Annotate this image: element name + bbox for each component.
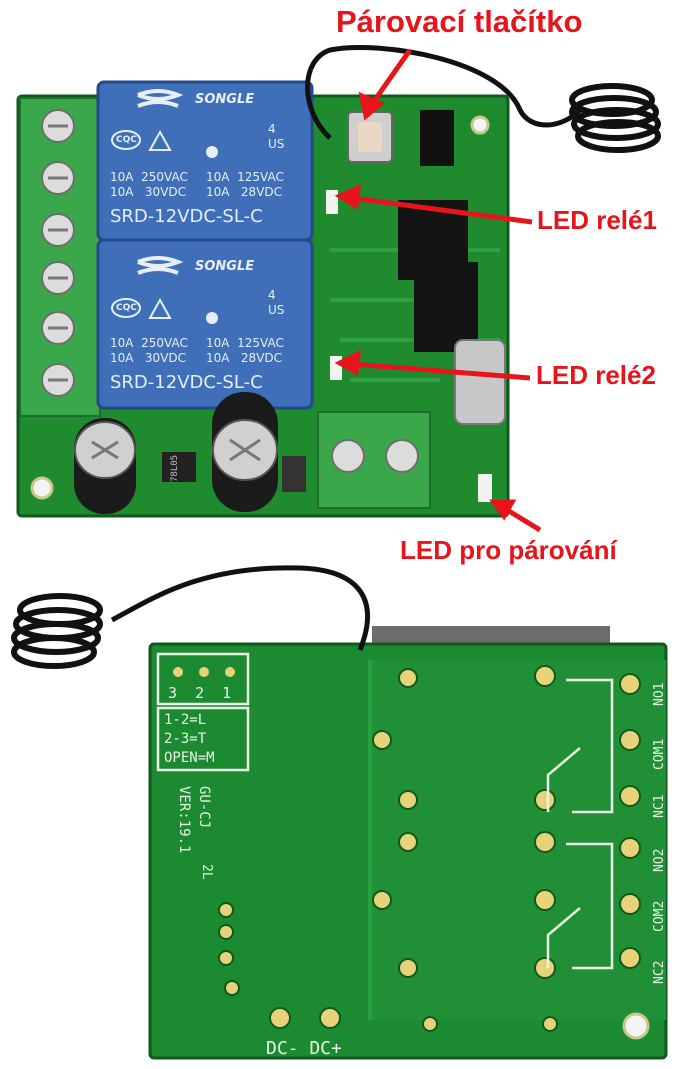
relay-ul-mark: 4 US [268,288,285,317]
callout-led-relay1: LED relé1 [537,205,657,235]
relay-spec-right: 10A 125VAC 10A 28VDC [206,336,284,365]
term-no2: NO2 [652,848,667,872]
antenna-coil [11,593,103,669]
terminal-block-6 [19,97,101,417]
capacitor [212,392,278,512]
relay-model: SRD-12VDC-SL-C [110,372,263,393]
antenna-wire [305,45,582,140]
board-variant: 2L [199,864,214,880]
jumper-mode-t: 2-3=T [164,731,207,747]
relay-2 [96,238,314,410]
power-labels: DC- DC+ [266,1038,342,1059]
jumper-header [420,110,454,166]
term-com1: COM1 [652,738,667,770]
jumper-numbers: 3 2 1 [168,684,232,702]
relay-spec-left: 10A 250VAC 10A 30VDC [110,336,188,365]
antenna-coil [569,83,661,153]
mount-hole [622,1012,650,1040]
crystal [454,339,506,425]
relay-cert: CQC [116,303,137,313]
term-com2: COM2 [652,900,667,932]
board-version: VER:19.1 [176,786,192,854]
terminal-block-2 [317,411,431,509]
callout-led-relay2: LED relé2 [536,360,656,390]
relay-spec-right: 10A 125VAC 10A 28VDC [206,170,284,199]
relay-brand: SONGLE [195,92,255,107]
songle-logo [137,89,184,101]
term-nc2: NC2 [652,960,667,984]
relay-ul-mark: 4 US [268,122,285,151]
led-relay2 [330,356,342,380]
term-nc1: NC1 [652,794,667,818]
regulator-78l05 [162,452,196,482]
jumper-mode-m: OPEN=M [164,750,215,766]
antenna-wire [110,565,370,651]
relay-cert: CQC [116,135,137,145]
jumper-mode-l: 1-2=L [164,712,207,728]
callout-led-pairing: LED pro párování [400,535,617,565]
mount-hole [30,476,54,500]
relay-spec-left: 10A 250VAC 10A 30VDC [110,170,188,199]
top-board [16,45,661,518]
led-pairing [478,474,492,502]
bottom-board [11,565,668,1060]
led-relay1 [326,190,338,214]
regulator-marking: 78L05 [170,454,180,482]
capacitor [74,418,136,514]
songle-logo [137,256,184,268]
ic-chip [414,262,478,352]
callout-arrows [334,48,542,533]
board-name: GU-CJ [196,786,212,829]
mount-hole [470,115,490,135]
relay-brand: SONGLE [195,259,255,274]
callout-pairing-button: Párovací tlačítko [336,4,583,39]
relay-model: SRD-12VDC-SL-C [110,206,263,227]
term-no1: NO1 [652,682,667,706]
